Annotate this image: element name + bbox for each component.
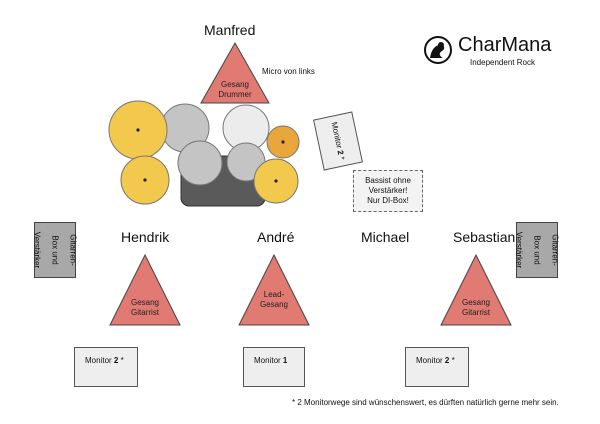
monitor-center-label: Monitor 1 xyxy=(254,356,287,365)
andre-role: Lead- Gesang xyxy=(238,290,310,310)
drum-monitor-suffix: * xyxy=(336,155,347,161)
bass-note-line1: Bassist ohne xyxy=(365,176,411,185)
logo: CharMana Independent Rock xyxy=(424,34,564,70)
monitor-right-text: Monitor xyxy=(416,356,443,365)
andre-role-line1: Lead- xyxy=(263,290,285,299)
sebastian-role-line1: Gesang xyxy=(461,298,491,307)
amp-right: Gitarren- Box und Verstärker xyxy=(514,222,560,278)
monitor-center-text: Monitor xyxy=(254,356,281,365)
amp-right-line3: Verstärker xyxy=(514,231,524,269)
monitor-left-text: Monitor xyxy=(85,356,112,365)
sebastian-role: Gesang Gitarrist xyxy=(440,298,512,318)
sebastian-triangle xyxy=(440,254,512,326)
cymbal-bell xyxy=(136,128,140,132)
cymbal-bell xyxy=(274,179,278,183)
cymbal-bell xyxy=(281,140,285,144)
drum-kit xyxy=(108,100,300,207)
drummer-triangle xyxy=(200,42,270,104)
monitor-left: Monitor 2 * xyxy=(74,347,138,387)
mic-note: Micro von links xyxy=(262,67,315,76)
floor-tom xyxy=(177,140,223,186)
drum-monitor-label: Monitor 2 * xyxy=(330,121,347,161)
drummer-role-line2: Drummer xyxy=(218,90,252,99)
monitor-right-number: 2 xyxy=(444,356,450,365)
drum-monitor-text: Monitor xyxy=(329,121,344,150)
bass-note-line3: Nur DI-Box! xyxy=(367,196,409,205)
monitor-left-suffix: * xyxy=(120,356,124,365)
drummer-role-line1: Gesang xyxy=(220,80,250,89)
monitor-left-label: Monitor 2 * xyxy=(85,356,124,365)
monitor-center: Monitor 1 xyxy=(243,347,305,387)
musician-name-sebastian: Sebastian xyxy=(453,229,516,245)
cymbal-bell xyxy=(143,178,147,182)
amp-left-line3: Verstärker xyxy=(32,231,42,269)
bass-note-line2: Verstärker! xyxy=(368,186,408,195)
logo-name: CharMana xyxy=(458,34,552,56)
amp-right-line1: Gitarren- xyxy=(550,234,560,266)
monitor-right: Monitor 2 * xyxy=(405,347,469,387)
musician-name-andre: André xyxy=(257,229,295,245)
monitor-right-label: Monitor 2 * xyxy=(416,356,455,365)
hendrik-role: Gesang Gitarrist xyxy=(109,298,181,318)
drum-monitor-number: 2 xyxy=(335,149,346,156)
bass-note: Bassist ohne Verstärker! Nur DI-Box! xyxy=(353,170,423,212)
drummer-role: Gesang Drummer xyxy=(200,80,270,100)
amp-left-line1: Gitarren- xyxy=(68,234,78,266)
amp-right-line2: Box und xyxy=(532,235,542,265)
musician-name-hendrik: Hendrik xyxy=(121,229,170,245)
drum-monitor: Monitor 2 * xyxy=(313,111,363,171)
monitor-left-number: 2 xyxy=(113,356,119,365)
andre-triangle xyxy=(238,254,310,326)
andre-role-line2: Gesang xyxy=(259,300,289,309)
hendrik-role-line2: Gitarrist xyxy=(131,308,159,317)
amp-left: Gitarren- Box und Verstärker xyxy=(33,222,78,278)
amp-left-line2: Box und xyxy=(50,235,60,265)
sebastian-role-line2: Gitarrist xyxy=(462,308,490,317)
monitor-center-number: 1 xyxy=(282,356,288,365)
drummer-name: Manfred xyxy=(204,22,256,38)
logo-tagline: Independent Rock xyxy=(470,58,535,67)
singer-silhouette-icon xyxy=(424,36,452,64)
hendrik-role-line1: Gesang xyxy=(130,298,160,307)
hendrik-triangle xyxy=(109,254,181,326)
footnote: * 2 Monitorwege sind wünschenswert, es d… xyxy=(292,398,559,407)
monitor-right-suffix: * xyxy=(451,356,455,365)
musician-name-michael: Michael xyxy=(361,229,410,245)
amp-left-label: Gitarren- Box und Verstärker xyxy=(24,222,87,278)
